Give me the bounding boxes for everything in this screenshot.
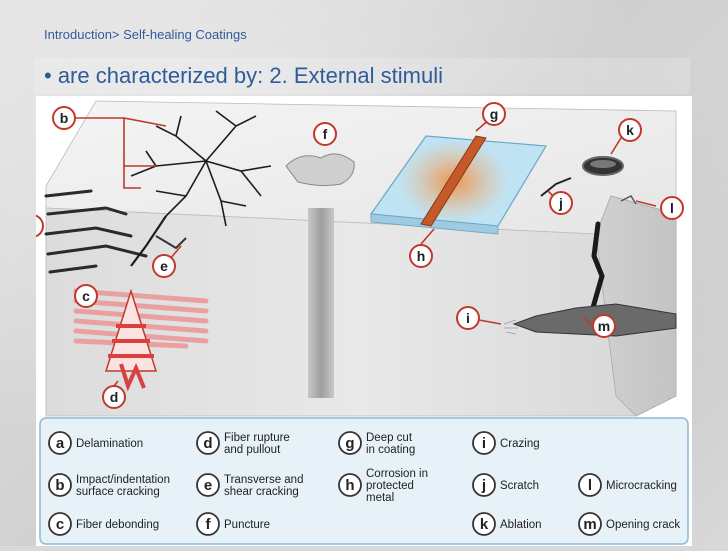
legend-letter: m xyxy=(583,516,596,533)
legend-label-line: Impact/indentation xyxy=(76,474,170,486)
callout-l-label: l xyxy=(670,200,674,216)
puncture-channel xyxy=(308,208,334,398)
callout-m: m xyxy=(593,315,615,337)
callout-d: d xyxy=(103,386,125,408)
legend-label-line: in coating xyxy=(366,444,415,456)
legend-label-line: metal xyxy=(366,492,394,504)
callout-i: i xyxy=(457,307,479,329)
callout-l: l xyxy=(661,197,683,219)
callout-f-label: f xyxy=(323,126,328,142)
legend-letter: j xyxy=(481,477,486,494)
legend-letter: a xyxy=(56,435,65,452)
legend-label-line: Puncture xyxy=(224,519,270,531)
legend-label-line: Fiber debonding xyxy=(76,519,159,531)
legend-label-line: and pullout xyxy=(224,444,281,456)
callout-m-label: m xyxy=(598,318,610,334)
callout-i-label: i xyxy=(466,310,470,326)
legend-label-line: Scratch xyxy=(500,480,539,492)
legend-letter: g xyxy=(345,435,354,452)
callout-b-label: b xyxy=(60,110,69,126)
legend-label-line: shear cracking xyxy=(224,486,299,498)
callout-c-label: c xyxy=(82,288,90,304)
legend-label-line: protected xyxy=(366,480,414,492)
callout-j: j xyxy=(550,192,572,214)
legend-letter: i xyxy=(482,435,486,452)
damage-types-diagram: b a f g k j l e h c i m d aDelaminationb… xyxy=(36,96,692,546)
legend-letter: h xyxy=(345,477,354,494)
callout-k: k xyxy=(619,119,641,141)
legend-label-line: Crazing xyxy=(500,438,540,450)
callout-d-label: d xyxy=(110,389,119,405)
callout-j-label: j xyxy=(558,195,563,211)
legend-letter: e xyxy=(204,477,212,494)
callout-e-label: e xyxy=(160,258,168,274)
callout-g-label: g xyxy=(490,106,499,122)
callout-k-label: k xyxy=(626,122,634,138)
legend-letter: b xyxy=(55,477,64,494)
legend-label-line: Transverse and xyxy=(224,474,303,486)
callout-e: e xyxy=(153,255,175,277)
callout-g: g xyxy=(483,103,505,125)
legend-label-line: Delamination xyxy=(76,438,143,450)
legend-label-line: Fiber rupture xyxy=(224,432,290,444)
ablation-pit-rim xyxy=(590,160,616,168)
callout-f: f xyxy=(314,123,336,145)
callout-a: a xyxy=(36,215,43,237)
callout-b: b xyxy=(53,107,75,129)
legend-letter: d xyxy=(203,435,212,452)
legend-label-line: Ablation xyxy=(500,519,542,531)
legend-label-line: Microcracking xyxy=(606,480,677,492)
callout-c: c xyxy=(75,285,97,307)
legend-label-line: surface cracking xyxy=(76,486,160,498)
legend-label-line: Opening crack xyxy=(606,519,680,531)
callout-h-label: h xyxy=(417,248,426,264)
legend-letter: l xyxy=(588,477,592,494)
slide-title: • are characterized by: 2. External stim… xyxy=(44,63,443,89)
legend-letter: k xyxy=(480,516,489,533)
breadcrumb: Introduction> Self-healing Coatings xyxy=(44,27,247,42)
legend-letter: c xyxy=(56,516,64,533)
diagram-svg: b a f g k j l e h c i m d aDelaminationb… xyxy=(36,96,692,546)
legend-label-line: Corrosion in xyxy=(366,468,428,480)
legend-label-line: Deep cut xyxy=(366,432,413,444)
callout-h: h xyxy=(410,245,432,267)
